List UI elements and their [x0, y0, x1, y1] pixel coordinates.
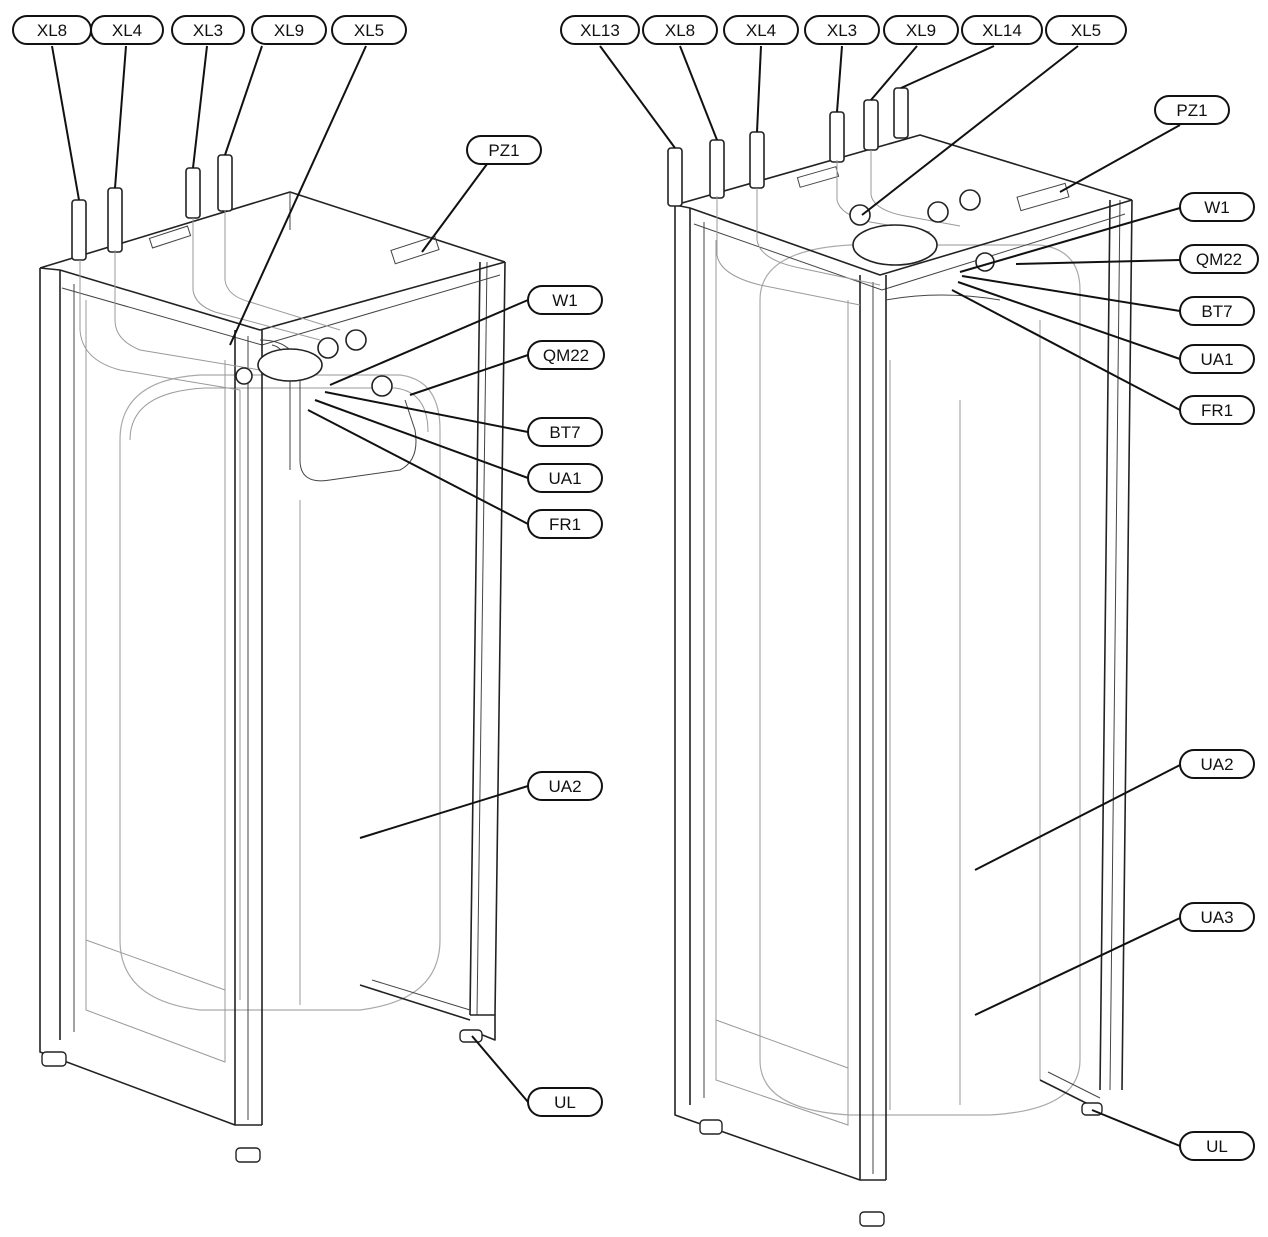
callout-left-xl4-text: XL4	[112, 21, 142, 40]
callout-left-xl5: XL5	[331, 15, 407, 45]
callout-right-ua3-text: UA3	[1200, 908, 1233, 927]
callout-left-xl8: XL8	[12, 15, 92, 45]
callout-left-w1-text: W1	[552, 291, 578, 310]
callout-right-xl9-text: XL9	[906, 21, 936, 40]
callout-left-ua2-text: UA2	[548, 777, 581, 796]
callout-left-xl3-text: XL3	[193, 21, 223, 40]
callout-left-xl3: XL3	[171, 15, 245, 45]
callout-left-xl9: XL9	[251, 15, 327, 45]
callout-left-bt7: BT7	[527, 417, 603, 447]
callout-left-xl8-text: XL8	[37, 21, 67, 40]
callout-right-xl4-text: XL4	[746, 21, 776, 40]
callout-right-qm22: QM22	[1179, 244, 1259, 274]
left-unit-drawing	[39, 154, 506, 1163]
callout-right-ua3: UA3	[1179, 902, 1255, 932]
callout-left-w1: W1	[527, 285, 603, 315]
right-back-frame	[674, 134, 1133, 1111]
callout-left-bt7-text: BT7	[549, 423, 580, 442]
callout-right-qm22-text: QM22	[1196, 250, 1242, 269]
callout-left-pz1-text: PZ1	[488, 141, 519, 160]
right-callouts: XL13 XL8 XL4 XL3 XL9 XL14 XL5 PZ1	[560, 15, 1259, 1161]
right-leader-lines	[599, 45, 1181, 1147]
left-pipes	[71, 154, 417, 482]
callout-right-fr1-text: FR1	[1201, 401, 1233, 420]
callout-left-xl4: XL4	[90, 15, 164, 45]
callout-right-pz1-text: PZ1	[1176, 101, 1207, 120]
callout-right-xl8-text: XL8	[665, 21, 695, 40]
callout-right-xl14: XL14	[961, 15, 1043, 45]
callout-right-xl8: XL8	[642, 15, 718, 45]
right-unit-drawing	[667, 87, 1133, 1227]
callout-left-pz1: PZ1	[466, 135, 542, 165]
callout-right-bt7-text: BT7	[1201, 302, 1232, 321]
callout-left-fr1: FR1	[527, 509, 603, 539]
left-front-panel	[39, 268, 471, 1126]
left-back-frame	[39, 191, 506, 1041]
callout-left-ua1-text: UA1	[548, 469, 581, 488]
callout-left-qm22: QM22	[527, 340, 605, 370]
callout-left-fr1-text: FR1	[549, 515, 581, 534]
right-feet	[699, 1102, 1103, 1227]
callout-right-xl4: XL4	[723, 15, 799, 45]
callout-right-xl3: XL3	[804, 15, 880, 45]
callout-right-xl5: XL5	[1045, 15, 1127, 45]
callout-right-xl14-text: XL14	[982, 21, 1022, 40]
callout-right-ul-text: UL	[1206, 1137, 1228, 1156]
callout-left-ul: UL	[527, 1087, 603, 1117]
right-front-panel	[674, 205, 1001, 1181]
callout-right-ua2-text: UA2	[1200, 755, 1233, 774]
left-callouts: XL8 XL4 XL3 XL9 XL5 PZ1 W1 QM22	[12, 15, 605, 1117]
left-feet	[41, 1029, 483, 1163]
right-tank	[759, 244, 1081, 1116]
callout-left-ul-text: UL	[554, 1093, 576, 1112]
left-leader-lines	[51, 45, 529, 1103]
callout-right-w1-text: W1	[1204, 198, 1230, 217]
callout-left-xl9-text: XL9	[274, 21, 304, 40]
callout-right-ua1-text: UA1	[1200, 350, 1233, 369]
callout-right-ua2: UA2	[1179, 749, 1255, 779]
left-tank	[119, 374, 441, 1011]
callout-right-xl3-text: XL3	[827, 21, 857, 40]
callout-left-ua2: UA2	[527, 771, 603, 801]
callout-right-xl5-text: XL5	[1071, 21, 1101, 40]
callout-right-pz1: PZ1	[1154, 95, 1230, 125]
callout-right-ul: UL	[1179, 1131, 1255, 1161]
callout-right-xl13-text: XL13	[580, 21, 620, 40]
callout-right-ua1: UA1	[1179, 344, 1255, 374]
callout-right-xl13: XL13	[560, 15, 640, 45]
callout-right-bt7: BT7	[1179, 296, 1255, 326]
callout-left-xl5-text: XL5	[354, 21, 384, 40]
callout-right-w1: W1	[1179, 192, 1255, 222]
callout-left-qm22-text: QM22	[543, 346, 589, 365]
callout-right-fr1: FR1	[1179, 395, 1255, 425]
callout-right-xl9: XL9	[883, 15, 959, 45]
callout-left-ua1: UA1	[527, 463, 603, 493]
